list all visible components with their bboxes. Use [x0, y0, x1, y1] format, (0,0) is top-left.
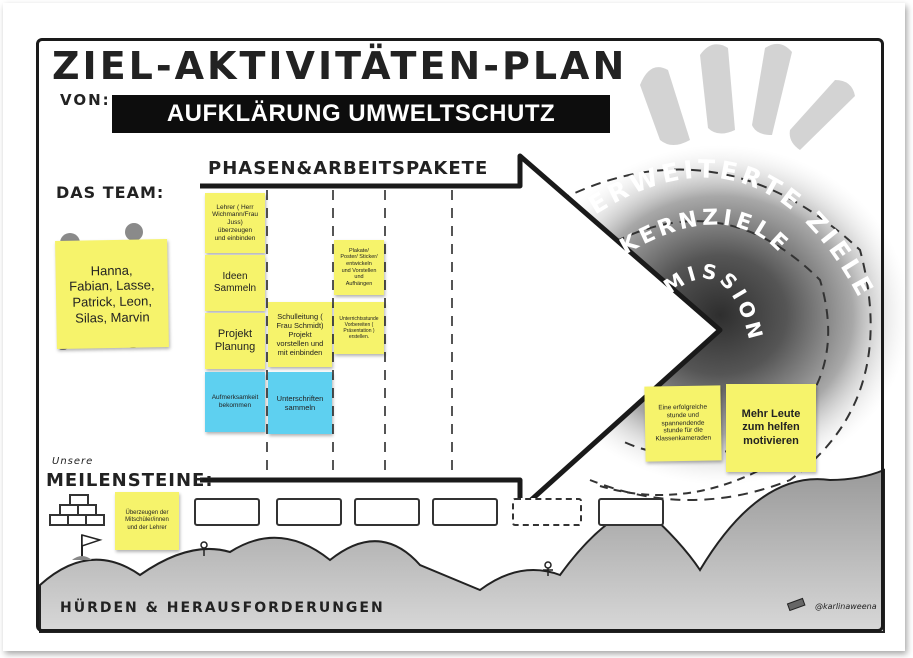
poster-title: ZIEL-AKTIVITÄTEN-PLAN [52, 44, 628, 88]
project-name-banner: AUFKLÄRUNG UMWELTSCHUTZ [112, 95, 610, 133]
note-attention: Aufmerksamkeit bekommen [205, 372, 265, 432]
phase-columns [266, 190, 453, 478]
milestone-box [276, 498, 342, 526]
mountains [39, 468, 885, 633]
milestone-box [354, 498, 420, 526]
phases-title: PHASEN&ARBEITSPAKETE [208, 158, 489, 179]
note-lesson-prep: Unterrichtsstunde Vorbereiten ( Präsenta… [334, 302, 384, 354]
note-posters: Plakate/ Poster/ Sticker/ entwickeln und… [334, 240, 384, 295]
note-motivate-people: Mehr Leute zum helfen motivieren [726, 384, 816, 472]
flag-icon [72, 534, 103, 560]
milestone-box [598, 498, 664, 526]
milestone-box [194, 498, 260, 526]
pencil-icon [786, 597, 806, 612]
poster-frame [36, 38, 884, 632]
note-convince-milestone: Überzeugen der Mitschüler/innen und der … [115, 492, 179, 550]
note-successful-lesson: Eine erfolgreiche stunde und spannendend… [644, 385, 722, 462]
milestone-box [432, 498, 498, 526]
hurdles-title: HÜRDEN & HERAUSFORDERUNGEN [60, 600, 385, 616]
artist-signature: @karlinaweena [815, 602, 877, 611]
team-title: DAS TEAM: [56, 183, 165, 202]
team-members-note: Hanna, Fabian, Lasse, Patrick, Leon, Sil… [55, 239, 169, 349]
note-project-planning: Projekt Planung [205, 313, 265, 369]
sun-rays [640, 43, 855, 150]
note-signatures: Unterschriften sammeln [268, 372, 332, 434]
note-teachers: Lehrer ( Herr Wichmann/Frau Juss) überze… [205, 193, 265, 253]
climber-icon [200, 541, 553, 576]
note-school-management: Schulleitung ( Frau Schmidt) Projekt vor… [268, 302, 332, 367]
milestone-box [512, 498, 582, 526]
milestones-prefix: Unsere [52, 456, 94, 467]
milestones-title: MEILENSTEINE: [46, 470, 214, 491]
from-label: VON: [60, 91, 111, 109]
note-ideas: Ideen Sammeln [205, 255, 265, 311]
stairs-icon [49, 494, 105, 526]
